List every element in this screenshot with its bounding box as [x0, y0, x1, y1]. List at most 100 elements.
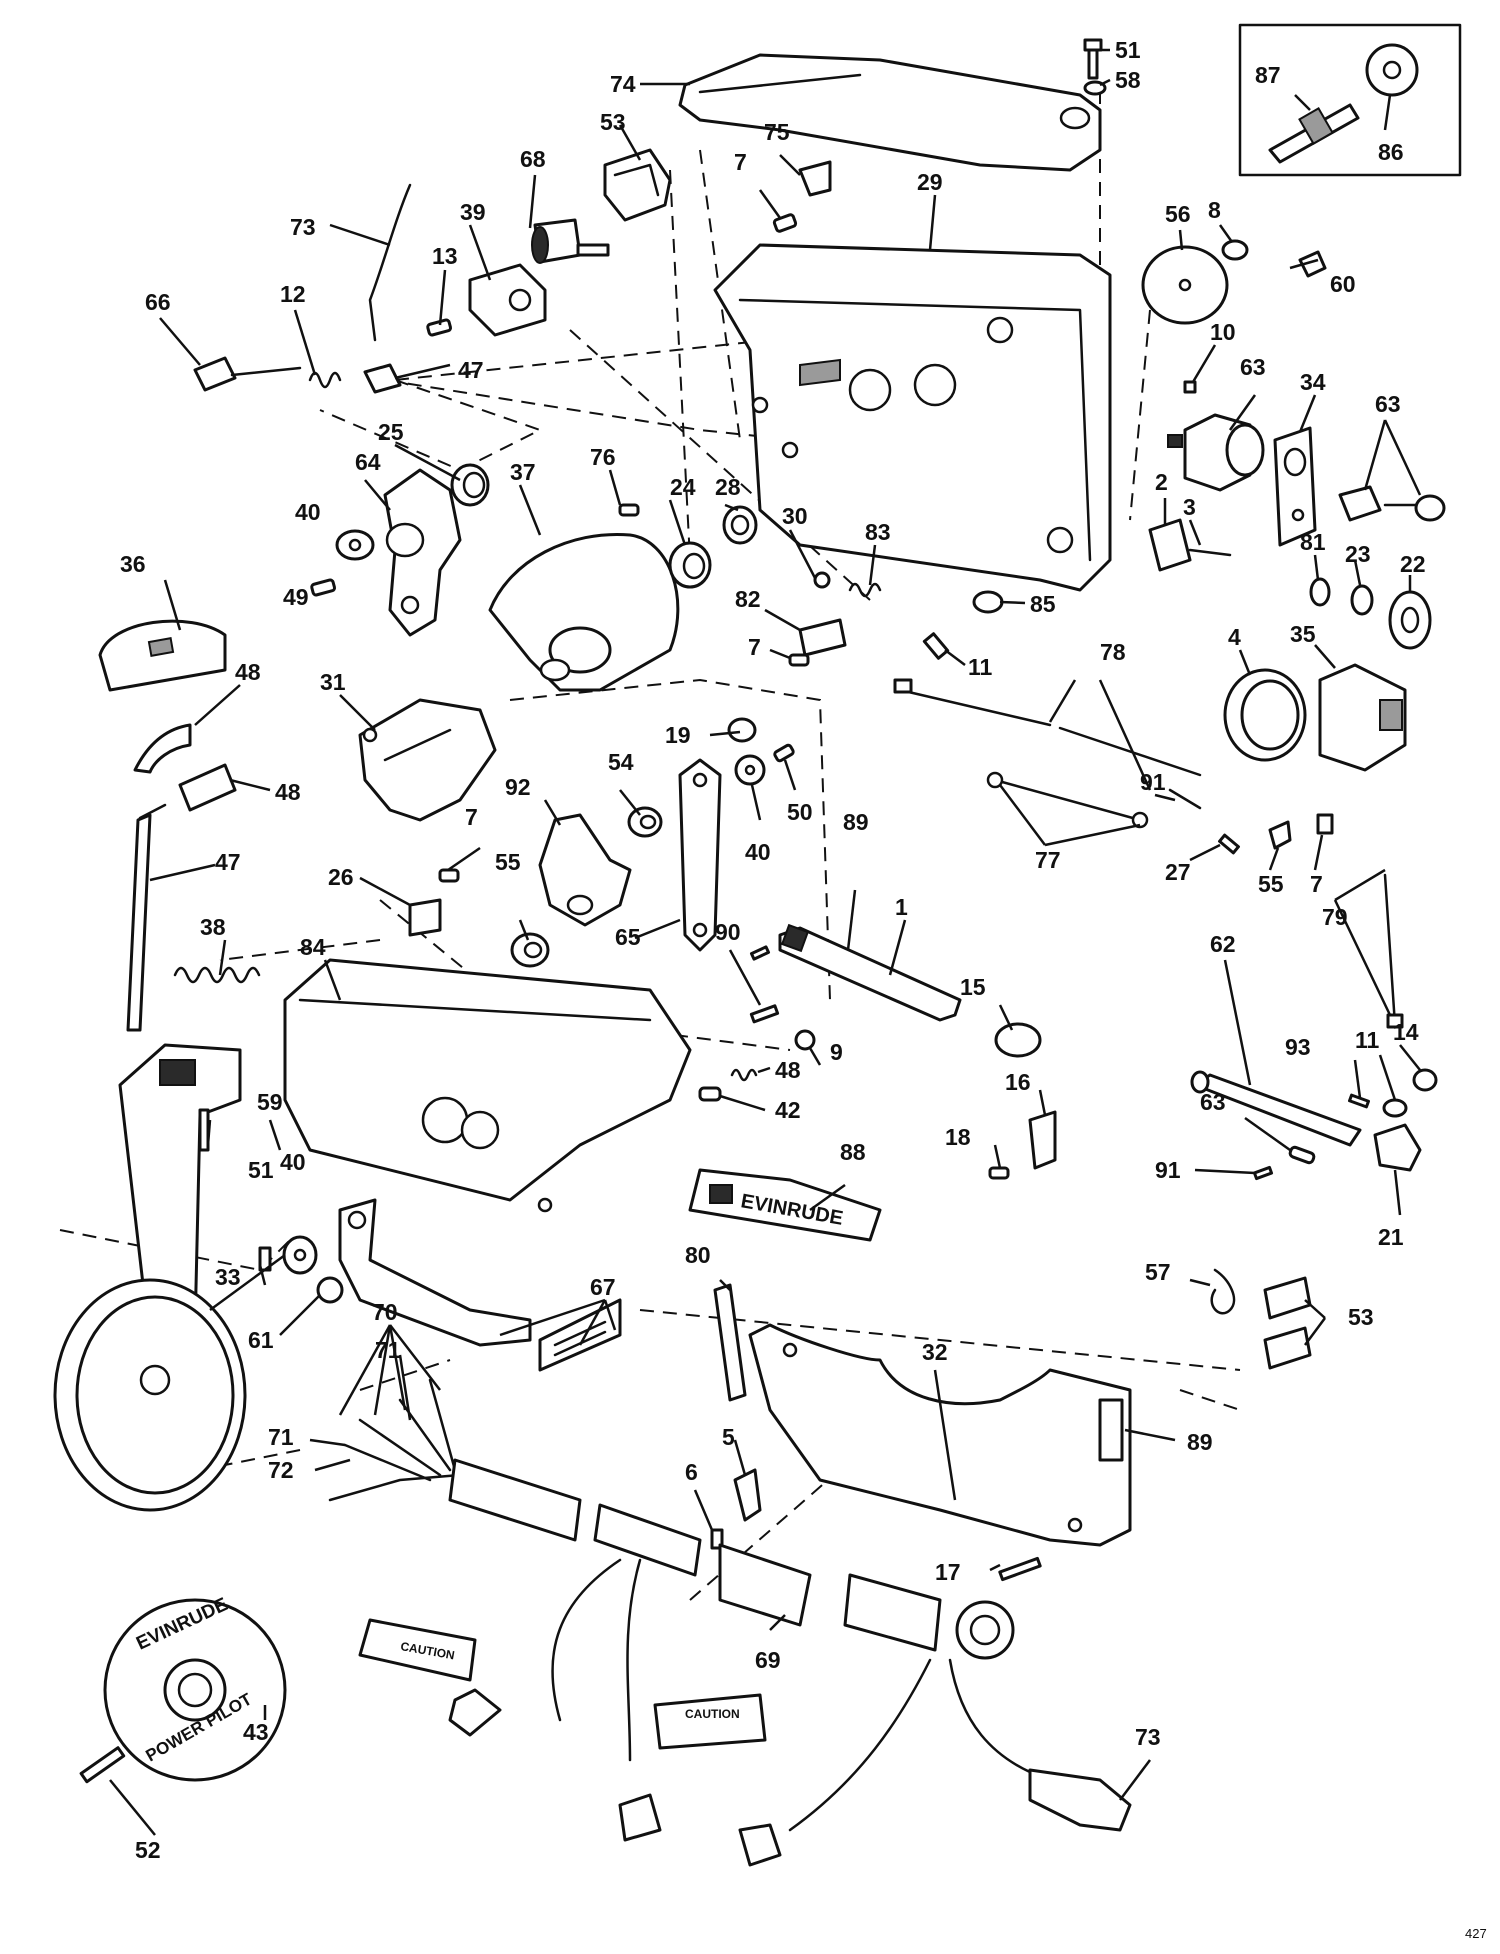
callout-71a: 71 — [375, 1337, 401, 1363]
callout-48c: 51 — [248, 1157, 274, 1183]
callout-5: 5 — [722, 1424, 735, 1450]
callout-22: 22 — [1400, 551, 1426, 577]
part-48-screw-b — [773, 743, 795, 763]
callout-92: 91 — [1140, 769, 1166, 795]
callout-81: 80 — [685, 1242, 711, 1268]
part-93-pin — [1252, 1165, 1274, 1181]
callout-8: 8 — [1208, 197, 1221, 223]
figure-code: 427 — [1465, 1926, 1487, 1941]
part-21-bracket — [1373, 1123, 1422, 1172]
callout-69: 69 — [755, 1647, 781, 1673]
callout-30: 30 — [782, 503, 808, 529]
part-86-washer — [972, 590, 1004, 614]
part-53-bushing-a — [627, 806, 663, 838]
part-7-screw-b — [438, 868, 460, 883]
part-9-ball — [794, 1029, 816, 1051]
part-76-clip — [798, 160, 832, 197]
part-2-switch-body — [1148, 518, 1192, 572]
part-79-wire — [893, 678, 1202, 777]
callout-76: 75 — [764, 119, 790, 145]
callout-6: 6 — [685, 1459, 698, 1485]
callout-19: 18 — [945, 1124, 971, 1150]
part-53-bushing-b — [510, 932, 550, 968]
callout-56: 57 — [1145, 1259, 1171, 1285]
callout-75: 74 — [610, 71, 636, 97]
callout-7c: 7 — [1310, 871, 1323, 897]
part-54-clip — [1268, 820, 1292, 850]
callout-52: 53 — [600, 109, 626, 135]
part-89-nameplate: EVINRUDE — [688, 1168, 882, 1242]
part-12-screw — [922, 632, 950, 660]
callout-53b: 55 — [495, 849, 521, 875]
part-51-clips — [1263, 1276, 1312, 1370]
part-30-ball — [813, 571, 831, 589]
callout-32: 32 — [922, 1339, 948, 1365]
callout-15: 14 — [1393, 1019, 1419, 1045]
part-95-pin — [1348, 1093, 1370, 1109]
part-27-sleeve — [1218, 833, 1240, 855]
callout-88: 87 — [1255, 62, 1281, 88]
part-40-washer-b — [734, 754, 766, 786]
caution-label-1: CAUTION — [358, 1618, 477, 1682]
part-34-plate — [1273, 426, 1317, 547]
callout-43: 47 — [458, 357, 484, 383]
part-55-disc — [1141, 245, 1229, 325]
part-5-clip — [733, 1468, 762, 1522]
callout-28: 28 — [715, 474, 741, 500]
leader-lines — [109, 48, 1422, 1836]
part-64-bracket — [383, 468, 462, 637]
part-84-spring — [848, 582, 882, 598]
callout-11: 11 — [1355, 1027, 1380, 1053]
part-14-screw — [426, 318, 453, 337]
callout-1: 1 — [895, 894, 908, 920]
callout-47: 48 — [235, 659, 261, 685]
part-1-shaft — [778, 923, 962, 1022]
part-17-clip — [1028, 1110, 1057, 1170]
part-94-plate — [538, 813, 632, 927]
callout-79: 78 — [1100, 639, 1126, 665]
part-16-knob — [994, 1022, 1042, 1058]
part-23-nut — [1350, 584, 1374, 616]
callout-58: 59 — [257, 1089, 283, 1115]
part-36-cap — [98, 619, 227, 692]
part-68-cylinder — [531, 218, 610, 264]
callout-41: 42 — [775, 1097, 801, 1123]
callout-59: 60 — [1330, 271, 1356, 297]
part-48-screw-a — [310, 578, 337, 597]
part-42-pilot-cover: EVINRUDE POWER PILOT — [103, 1594, 287, 1782]
part-91-pin-b — [749, 1004, 780, 1024]
callout-93: 91 — [1155, 1157, 1181, 1183]
part-20-pin — [727, 717, 757, 743]
callout-45: 48 — [275, 779, 301, 805]
part-74-wire — [368, 183, 412, 342]
callout-85: 84 — [300, 934, 326, 960]
callout-70: 70 — [372, 1299, 398, 1325]
callout-2: 2 — [1155, 469, 1168, 495]
part-43-nut — [363, 363, 402, 394]
callout-7b: 7 — [748, 634, 761, 660]
callout-66: 66 — [145, 289, 171, 315]
part-24-bushing — [668, 541, 712, 589]
callout-68: 68 — [520, 146, 546, 172]
part-50-screw — [79, 1746, 126, 1784]
callout-62: 63 — [1200, 1089, 1226, 1115]
part-92-terminal — [1168, 788, 1202, 810]
callout-71b: 71 — [268, 1424, 294, 1450]
callout-24: 24 — [670, 474, 696, 500]
part-60-bushing — [316, 1276, 344, 1304]
callout-35: 35 — [1290, 621, 1316, 647]
part-37-cam-plate — [488, 532, 680, 692]
callout-55: 56 — [1165, 201, 1191, 227]
part-83-plate — [798, 618, 847, 657]
part-45-block — [178, 763, 237, 812]
part-18-screw — [998, 1556, 1042, 1582]
callout-72: 72 — [268, 1457, 294, 1483]
callout-73: 73 — [1135, 1724, 1161, 1750]
caution-label-2: CAUTION — [653, 1693, 767, 1750]
callout-14: 13 — [432, 243, 458, 269]
part-28-ring — [722, 505, 758, 545]
part-63-nut-and-key — [1338, 485, 1446, 522]
callout-91a: 89 — [843, 809, 869, 835]
part-49-screw — [1083, 38, 1103, 80]
callout-77: 76 — [590, 444, 616, 470]
